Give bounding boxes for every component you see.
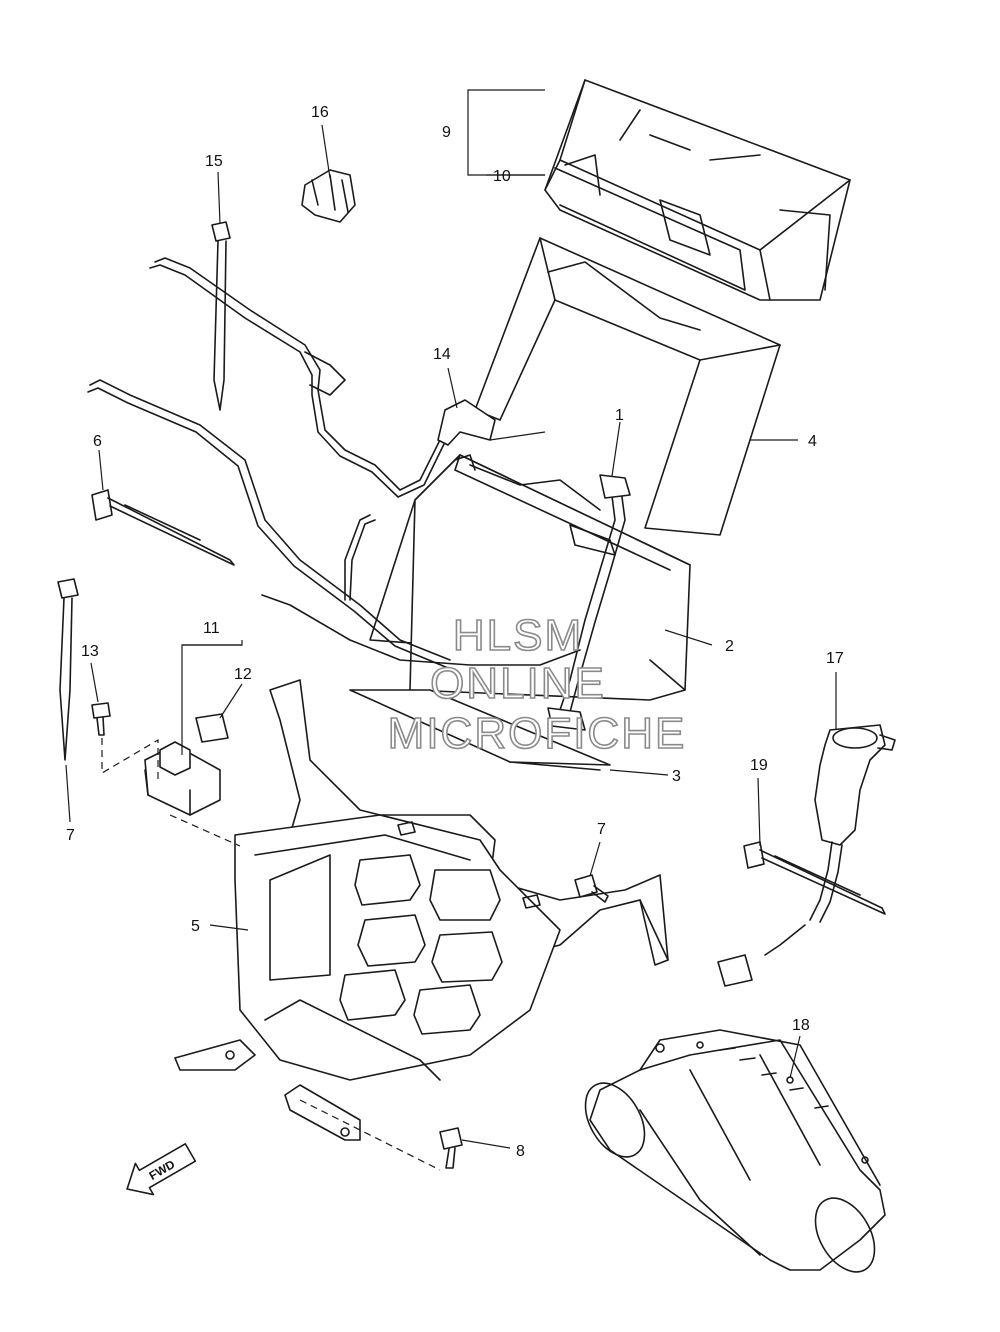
callout-13: 13 <box>81 643 99 660</box>
watermark-line-1: HLSM <box>453 611 583 660</box>
watermark: HLSM ONLINE MICROFICHE <box>387 610 687 759</box>
terminal-cover <box>437 399 496 446</box>
callout-17: 17 <box>826 650 844 667</box>
bolt-lower <box>439 1127 463 1169</box>
fuse <box>195 713 229 743</box>
cable-tie-clip <box>91 489 235 566</box>
power-socket <box>717 724 896 987</box>
fwd-direction-badge: FWD <box>126 1143 197 1196</box>
callout-7-right: 7 <box>597 821 606 838</box>
callout-11: 11 <box>203 620 220 637</box>
starter-relay <box>144 741 221 816</box>
battery-tray <box>174 679 669 1141</box>
battery-cover <box>544 79 851 301</box>
callout-19: 19 <box>750 757 768 774</box>
cable-tie-long <box>57 578 79 761</box>
callout-1: 1 <box>615 407 624 424</box>
battery-cables <box>87 257 631 731</box>
cable-tie-upper <box>211 221 231 411</box>
callout-6: 6 <box>93 433 102 450</box>
watermark-line-3: MICROFICHE <box>388 709 687 758</box>
bolt-small <box>91 702 111 736</box>
cable-tie-right <box>743 841 886 915</box>
battery <box>369 454 691 701</box>
callout-16: 16 <box>311 104 329 121</box>
callout-numbers: 1 2 3 4 5 6 7 7 8 9 10 11 12 13 14 15 16… <box>66 104 844 1160</box>
bolt-right <box>574 874 609 903</box>
callout-3: 3 <box>672 768 681 785</box>
callout-9: 9 <box>442 124 451 141</box>
battery-pad <box>349 689 611 766</box>
callout-5: 5 <box>191 918 200 935</box>
watermark-line-2: ONLINE <box>430 659 606 708</box>
callout-18: 18 <box>792 1017 810 1034</box>
callout-4: 4 <box>808 433 817 450</box>
callout-8: 8 <box>516 1143 525 1160</box>
leader-lines <box>65 89 837 1171</box>
heat-protector <box>584 1029 886 1273</box>
callout-12: 12 <box>234 666 252 683</box>
wire-clamp <box>301 169 356 223</box>
callout-15: 15 <box>205 153 223 170</box>
callout-7-left: 7 <box>66 827 75 844</box>
callout-10: 10 <box>493 168 511 185</box>
callout-14: 14 <box>433 346 451 363</box>
callout-2: 2 <box>725 638 734 655</box>
